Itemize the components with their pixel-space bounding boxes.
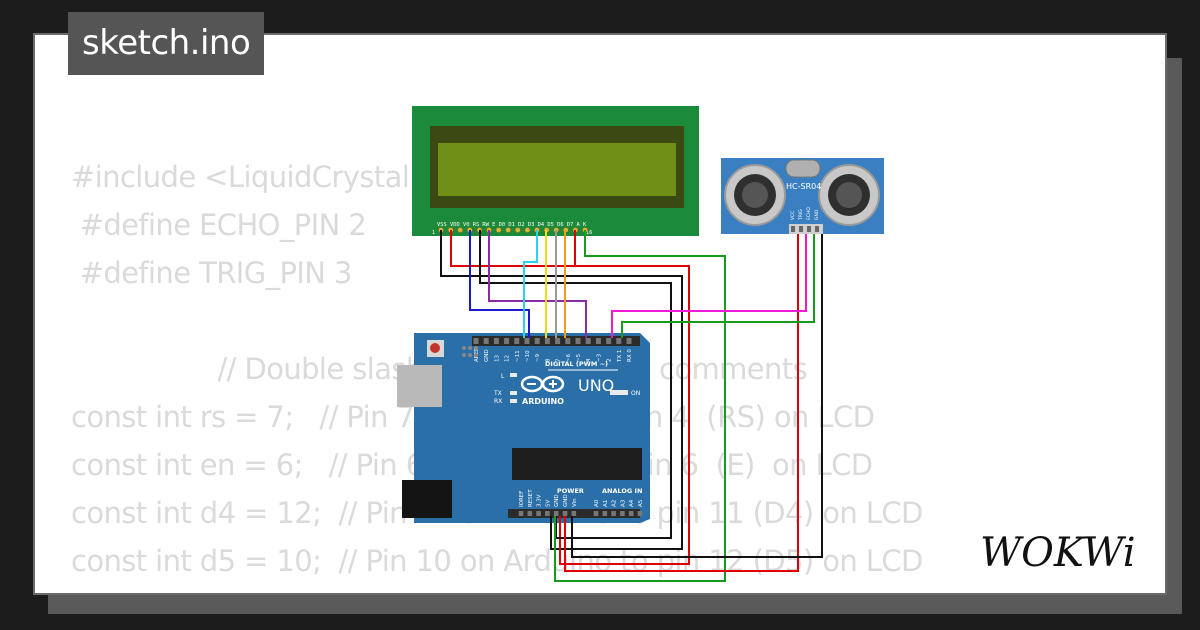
digital-pin-label: ~5 xyxy=(576,353,582,362)
on-led-label: ON xyxy=(631,390,640,397)
arduino-logo-icon xyxy=(520,375,565,393)
digital-header-label: DIGITAL (PWM ~) xyxy=(545,360,608,368)
code-line: #define ECHO_PIN 2 xyxy=(71,208,367,242)
power-pin-label: Vin xyxy=(572,498,578,507)
power-pin-label: IOREF xyxy=(519,491,525,507)
digital-pin-label: ~11 xyxy=(515,350,521,362)
sensor-pin-gnd: GND xyxy=(814,209,820,220)
wire xyxy=(469,230,530,338)
power-pin-label: 5V xyxy=(545,500,551,507)
reset-button-icon xyxy=(430,343,440,353)
arduino-brand-label: ARDUINO xyxy=(522,397,564,406)
lcd-pin-last: 16 xyxy=(586,230,592,236)
sketch-filename-label[interactable]: sketch.ino xyxy=(68,12,265,75)
code-line: const int d6 = 9; // Pin 9 on Arduino to… xyxy=(71,585,923,593)
lcd-module[interactable]: VSS VDD V0 RS RW E D0 D1 D2 D3 D4 D5 D6 … xyxy=(412,106,699,236)
power-pin-label: A0 xyxy=(594,499,600,507)
digital-pin-label: 12 xyxy=(505,355,511,362)
digital-pin-label: ~9 xyxy=(535,353,541,362)
arduino-model-label: UNO xyxy=(578,376,614,395)
analog-header-label: ANALOG IN xyxy=(602,487,642,495)
power-pin-label: A2 xyxy=(612,500,618,507)
digital-pin-label: 13 xyxy=(494,355,500,362)
sensor-pin-echo: ECHO xyxy=(806,207,812,220)
digital-pin-label: 2 xyxy=(607,359,613,363)
wire xyxy=(523,230,538,338)
wire-connections xyxy=(440,230,823,582)
rx-led-label: RX xyxy=(494,398,502,405)
lcd-pin-first: 1 xyxy=(432,230,435,236)
digital-pin-label: 8 xyxy=(545,358,551,362)
power-pin-label: A4 xyxy=(629,499,635,507)
digital-pin-label: 7 xyxy=(556,358,562,362)
sensor-pin-trig: TRIG xyxy=(798,209,804,221)
power-pin-label: RESET xyxy=(528,489,534,507)
wire xyxy=(564,234,799,572)
digital-pin-label: ~6 xyxy=(566,353,572,362)
power-pin-label: 3.3V xyxy=(537,494,543,507)
power-pin-label: A5 xyxy=(638,499,644,507)
power-pin-label: GND xyxy=(554,494,560,507)
power-pin-label: GND xyxy=(563,494,569,507)
digital-pin-label: 4 xyxy=(586,358,592,362)
power-pin-label: A1 xyxy=(603,500,609,507)
wire xyxy=(450,230,690,565)
power-jack xyxy=(402,480,452,518)
sensor-pin-vcc: VCC xyxy=(790,211,796,220)
code-line: const int d4 = 12; // Pin 12 on Arduino … xyxy=(71,496,923,530)
digital-pin-label: TX 1 xyxy=(617,350,623,363)
power-pin-label: A3 xyxy=(620,499,626,507)
digital-pin-label: RX 0 xyxy=(627,349,633,362)
wokwi-logo-text: WOKWi xyxy=(980,530,1136,576)
tx-led-label: TX xyxy=(493,390,502,397)
sensor-model-label: HC-SR04 xyxy=(786,182,821,191)
wire xyxy=(488,230,587,338)
lcd-pin-labels: VSS VDD V0 RS RW E D0 D1 D2 D3 D4 D5 D6 … xyxy=(437,222,587,228)
digital-pin-label: ~3 xyxy=(596,353,602,362)
wire xyxy=(611,234,807,338)
wokwi-logo[interactable]: WOKWi xyxy=(976,526,1148,578)
wire xyxy=(621,234,815,338)
wire xyxy=(554,230,726,582)
digital-pin-label: ~10 xyxy=(525,350,531,362)
wire xyxy=(571,234,823,558)
atmega-chip xyxy=(512,448,642,480)
digital-pin-label: GND xyxy=(484,349,490,362)
l-led-label: L xyxy=(501,373,505,380)
ultrasonic-sensor[interactable]: HC-SR04 VCC TRIG ECHO GND xyxy=(721,158,884,234)
power-header-label: POWER xyxy=(557,487,584,495)
code-line: #define TRIG_PIN 3 xyxy=(71,256,353,290)
usb-connector xyxy=(397,365,442,407)
wire xyxy=(440,230,683,550)
